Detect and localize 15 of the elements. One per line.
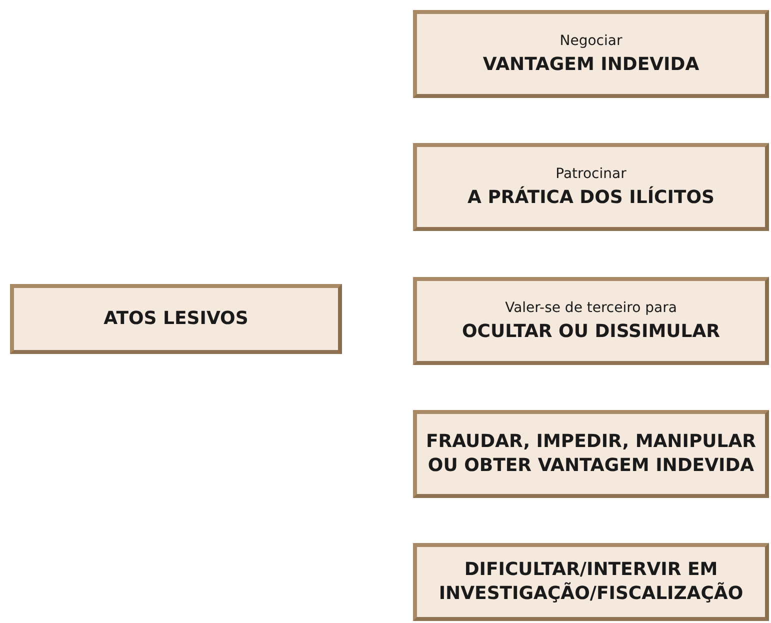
- heading-text: ATOS LESIVOS: [104, 307, 248, 331]
- subheading-text: Patrocinar: [556, 164, 626, 182]
- text-box: [413, 10, 769, 98]
- text-box: [413, 143, 769, 231]
- heading-text: FRAUDAR, IMPEDIR, MANIPULAR OU OBTER VANTAGEM INDEVIDA: [424, 430, 758, 478]
- heading-text: VANTAGEM INDEVIDA: [482, 52, 700, 76]
- text-box: [413, 410, 769, 498]
- subheading-text: Valer-se de terceiro para: [505, 298, 677, 316]
- text-box: [413, 277, 769, 365]
- heading-text: OCULTAR OU DISSIMULAR: [462, 320, 720, 344]
- subheading-text: Negociar: [560, 32, 622, 50]
- text-box: [413, 543, 769, 621]
- text-box: [10, 284, 342, 354]
- heading-text: A PRÁTICA DOS ILÍCITOS: [468, 186, 714, 210]
- heading-text: DIFICULTAR/INTERVIR EM INVESTIGAÇÃO/FISCALIZAÇÃO: [438, 558, 744, 606]
